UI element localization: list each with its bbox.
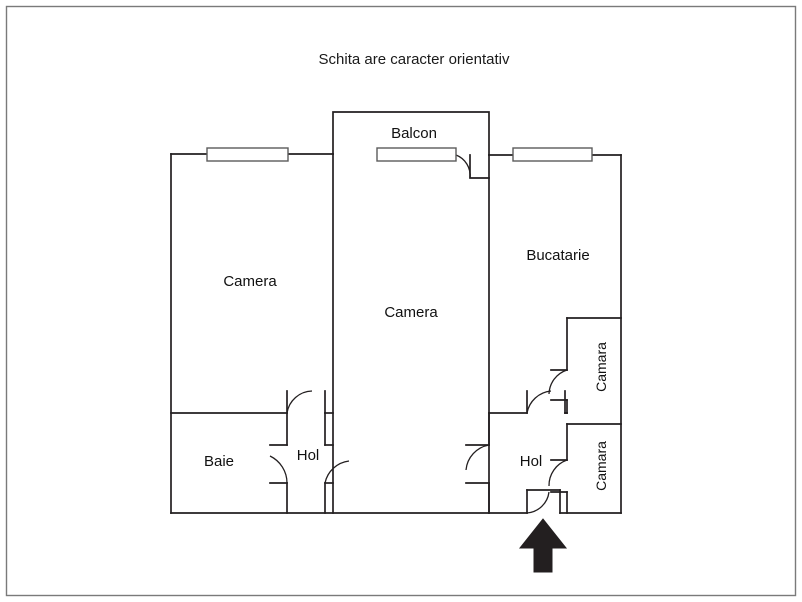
door-arc-hol-left-middle bbox=[324, 460, 350, 484]
room-label-hol-left: Hol bbox=[297, 447, 320, 464]
room-label-camera-left: Camera bbox=[223, 273, 277, 290]
door-arc-balcon bbox=[455, 154, 471, 179]
page-title: Schita are caracter orientativ bbox=[319, 51, 510, 68]
room-label-bucatarie: Bucatarie bbox=[526, 247, 589, 264]
door-arc-hol-left-top bbox=[286, 390, 313, 414]
room-label-camara-top: Camara bbox=[593, 342, 609, 392]
room-label-balcon: Balcon bbox=[391, 125, 437, 142]
door-arc-bucatarie bbox=[526, 390, 552, 414]
door-arc-hol-right-middle bbox=[465, 444, 490, 471]
entrance-arrow bbox=[518, 518, 568, 573]
room-label-baie: Baie bbox=[204, 453, 234, 470]
door-arc-camara-bottom bbox=[548, 459, 568, 487]
room-label-camara-bottom: Camara bbox=[593, 441, 609, 491]
door-arcs-group bbox=[269, 154, 568, 514]
window-balcon bbox=[376, 147, 457, 162]
wall-balcony bbox=[332, 111, 490, 156]
door-arc-camara-top bbox=[548, 369, 568, 395]
window-camera-left bbox=[206, 147, 289, 162]
walls-group bbox=[170, 111, 622, 514]
windows-group bbox=[206, 147, 593, 162]
door-arc-entrance bbox=[526, 491, 550, 514]
room-label-camera-middle: Camera bbox=[384, 304, 438, 321]
page-border bbox=[5, 5, 797, 597]
room-label-hol-right: Hol bbox=[520, 453, 543, 470]
door-arc-baie bbox=[269, 455, 288, 484]
window-bucatarie bbox=[512, 147, 593, 162]
